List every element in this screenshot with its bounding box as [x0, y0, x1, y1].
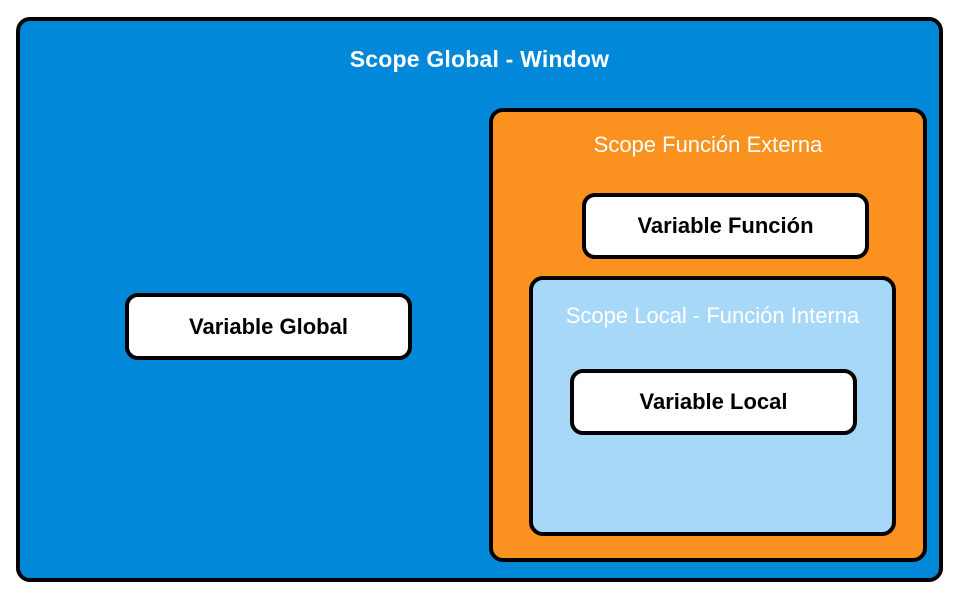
variable-local-box: Variable Local [570, 369, 857, 435]
scope-outer-function-container: Scope Función Externa Variable Función S… [489, 108, 927, 562]
variable-function-box: Variable Función [582, 193, 869, 259]
scope-global-container: Scope Global - Window Variable Global Sc… [16, 17, 943, 582]
scope-local-function-container: Scope Local - Función Interna Variable L… [529, 276, 896, 536]
variable-global-box: Variable Global [125, 293, 412, 360]
scope-outer-function-title: Scope Función Externa [593, 132, 823, 157]
scope-local-function-title: Scope Local - Función Interna [565, 303, 860, 328]
scope-global-title: Scope Global - Window [349, 46, 610, 72]
